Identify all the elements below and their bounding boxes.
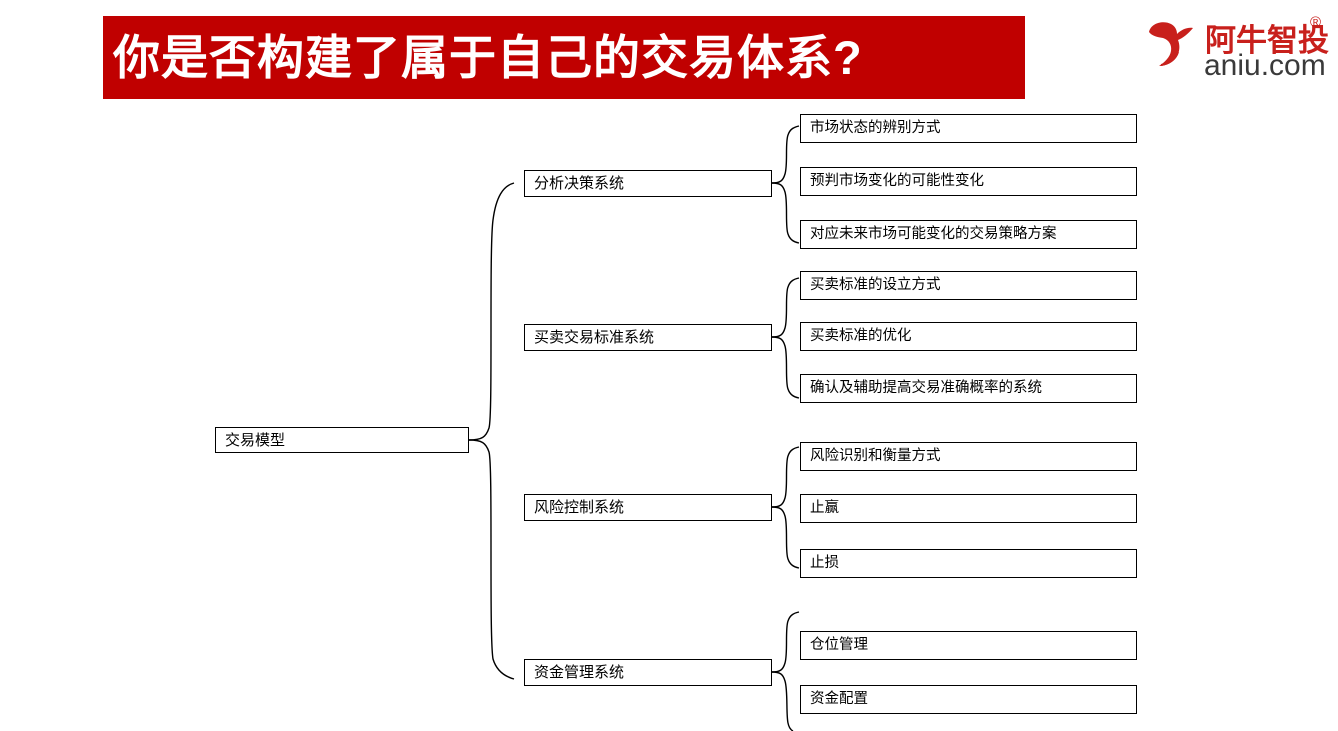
node-branch-4[interactable]: 资金管理系统 [524, 659, 772, 686]
node-root-label: 交易模型 [225, 431, 286, 449]
node-branch-2-label: 买卖交易标准系统 [534, 329, 655, 346]
node-leaf-1-2-label: 预判市场变化的可能性变化 [810, 173, 984, 190]
branch-1-brace-lower [771, 182, 800, 244]
brand-name-cn: 阿牛智投 [1205, 23, 1329, 58]
node-branch-3-label: 风险控制系统 [534, 499, 625, 516]
node-branch-1[interactable]: 分析决策系统 [524, 170, 772, 197]
page-title: 你是否构建了属于自己的交易体系? [113, 31, 863, 84]
node-leaf-4-2-label: 资金配置 [810, 691, 868, 708]
node-leaf-4-1-label: 仓位管理 [810, 637, 868, 654]
branch-3-brace [771, 446, 800, 508]
node-branch-4-label: 资金管理系统 [534, 664, 625, 681]
registered-trademark-icon: ® [1310, 14, 1322, 31]
node-branch-3[interactable]: 风险控制系统 [524, 494, 772, 521]
branch-3-brace-lower [771, 506, 800, 569]
node-leaf-4-2[interactable]: 资金配置 [800, 685, 1137, 714]
node-leaf-3-1-label: 风险识别和衡量方式 [810, 448, 941, 465]
node-branch-1-label: 分析决策系统 [534, 175, 625, 192]
brand-logo: 阿牛智投 ® aniu.com [1147, 14, 1333, 90]
node-leaf-2-3[interactable]: 确认及辅助提高交易准确概率的系统 [800, 374, 1137, 403]
node-leaf-1-2[interactable]: 预判市场变化的可能性变化 [800, 167, 1137, 196]
node-leaf-2-1[interactable]: 买卖标准的设立方式 [800, 271, 1137, 300]
root-brace [468, 182, 515, 441]
node-root[interactable]: 交易模型 [215, 427, 469, 453]
node-leaf-2-2-label: 买卖标准的优化 [810, 328, 912, 345]
title-banner [103, 16, 1025, 99]
branch-4-brace [771, 611, 800, 673]
node-leaf-3-1[interactable]: 风险识别和衡量方式 [800, 442, 1137, 471]
root-brace-lower [468, 439, 515, 680]
bull-head-mark-icon [1149, 22, 1193, 66]
node-leaf-2-1-label: 买卖标准的设立方式 [810, 277, 941, 294]
node-branch-2[interactable]: 买卖交易标准系统 [524, 324, 772, 351]
branch-2-brace [771, 277, 800, 338]
branch-1-brace [771, 125, 800, 184]
branch-4-brace-lower [771, 671, 794, 731]
node-leaf-1-1[interactable]: 市场状态的辨别方式 [800, 114, 1137, 143]
node-leaf-3-3[interactable]: 止损 [800, 549, 1137, 578]
node-leaf-1-3-label: 对应未来市场可能变化的交易策略方案 [810, 226, 1057, 243]
node-leaf-3-2-label: 止赢 [810, 500, 839, 517]
node-leaf-2-2[interactable]: 买卖标准的优化 [800, 322, 1137, 351]
node-leaf-1-3[interactable]: 对应未来市场可能变化的交易策略方案 [800, 220, 1137, 249]
node-leaf-3-3-label: 止损 [810, 555, 839, 572]
node-leaf-3-2[interactable]: 止赢 [800, 494, 1137, 523]
branch-2-brace-lower [771, 336, 800, 399]
node-leaf-1-1-label: 市场状态的辨别方式 [810, 120, 941, 137]
node-leaf-2-3-label: 确认及辅助提高交易准确概率的系统 [810, 380, 1042, 397]
brand-name-en: aniu.com [1204, 49, 1326, 82]
node-leaf-4-1[interactable]: 仓位管理 [800, 631, 1137, 660]
